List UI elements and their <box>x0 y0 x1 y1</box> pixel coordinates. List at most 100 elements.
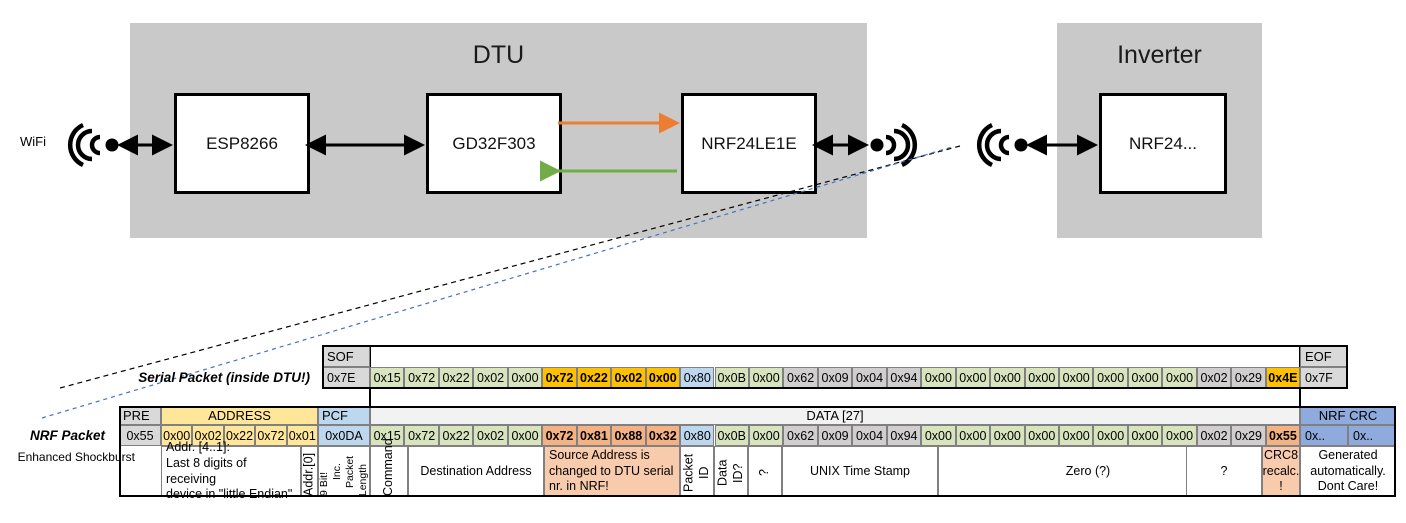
serial-byte-0: 0x15 <box>370 367 405 389</box>
nrf-byte-3: 0x02 <box>473 425 508 446</box>
nrf-byte-5: 0x72 <box>542 425 577 446</box>
nrf-address-byte-3: 0x72 <box>255 425 287 446</box>
serial-byte-13: 0x09 <box>817 367 853 389</box>
serial-byte-8: 0x00 <box>645 367 681 389</box>
chip-nrf24-label: NRF24... <box>1128 133 1198 153</box>
nrf-crc-byte-1: 0x.. <box>1348 425 1396 446</box>
nrf-antenna-dot <box>870 138 884 152</box>
serial-byte-23: 0x00 <box>1162 367 1197 389</box>
nrf-byte-23: 0x00 <box>1162 425 1197 446</box>
nrf-byte-14: 0x04 <box>852 425 887 446</box>
serial-byte-6: 0x22 <box>576 367 612 389</box>
inverter-enclosure: Inverter <box>1057 23 1262 238</box>
desc-addr0: Addr.[0] <box>301 446 318 497</box>
nrf-byte-17: 0x00 <box>955 425 991 446</box>
inverter-antenna-dot <box>1014 138 1028 152</box>
serial-byte-17: 0x00 <box>955 367 991 389</box>
nrf-packet-sublabel: Enhanced Shockburst <box>17 450 135 464</box>
chip-nrf24le1e-label: NRF24LE1E <box>701 133 797 153</box>
nrf-byte-7: 0x88 <box>611 425 646 446</box>
chip-nrf24le1e: NRF24LE1E <box>681 93 817 194</box>
nrf-pre-header: PRE <box>119 406 161 425</box>
desc-destination-address: Destination Address <box>408 446 544 497</box>
nrf-byte-20: 0x00 <box>1059 425 1094 446</box>
serial-byte-4: 0x00 <box>507 367 543 389</box>
desc-pcf: 9 Bit! Inc. Packet Length <box>318 446 370 497</box>
inverter-title: Inverter <box>1117 41 1202 69</box>
serial-eof-header: EOF <box>1300 345 1348 367</box>
nrf-byte-16: 0x00 <box>921 425 956 446</box>
nrf-byte-21: 0x00 <box>1093 425 1128 446</box>
serial-eof-value: 0x7F <box>1300 367 1348 389</box>
nrf-byte-13: 0x09 <box>817 425 853 446</box>
nrf-antenna-icon <box>885 122 918 168</box>
nrf-pcf-header: PCF <box>318 406 370 425</box>
dtu-title: DTU <box>472 41 525 69</box>
serial-byte-22: 0x00 <box>1127 367 1163 389</box>
nrf-address-byte-2: 0x22 <box>223 425 256 446</box>
serial-byte-15: 0x94 <box>886 367 922 389</box>
serial-byte-20: 0x00 <box>1059 367 1094 389</box>
nrf-byte-1: 0x72 <box>404 425 439 446</box>
serial-byte-24: 0x02 <box>1196 367 1232 389</box>
nrf-byte-26: 0x55 <box>1265 425 1301 446</box>
nrf-address-header: ADDRESS <box>161 406 318 425</box>
nrf-byte-25: 0x29 <box>1231 425 1266 446</box>
serial-packet-label: Serial Packet (inside DTU!) <box>138 370 310 385</box>
serial-byte-1: 0x72 <box>404 367 439 389</box>
desc-command: Command <box>370 438 408 497</box>
serial-byte-21: 0x00 <box>1093 367 1128 389</box>
chip-esp8266-label: ESP8266 <box>206 133 278 153</box>
wifi-antenna-icon <box>67 122 101 168</box>
serial-byte-18: 0x00 <box>990 367 1025 389</box>
desc-crc8: CRC8 recalc. ! <box>1262 446 1300 497</box>
nrf-crc-byte-0: 0x.. <box>1300 425 1348 446</box>
nrf-pcf-value: 0x0DA <box>318 425 370 446</box>
nrf-data-header: DATA [27] <box>370 406 1300 425</box>
serial-byte-5: 0x72 <box>542 367 577 389</box>
serial-byte-10: 0x0B <box>714 367 749 389</box>
chip-gd32f303: GD32F303 <box>426 93 562 194</box>
serial-byte-16: 0x00 <box>921 367 956 389</box>
serial-byte-25: 0x29 <box>1231 367 1266 389</box>
serial-byte-12: 0x62 <box>783 367 818 389</box>
nrf-byte-11: 0x00 <box>748 425 784 446</box>
wifi-label: WiFi <box>20 134 46 149</box>
desc-source-address: Source Address is changed to DTU serial … <box>544 446 680 497</box>
nrf-pre-value: 0x55 <box>119 425 161 446</box>
nrf-address-byte-4: 0x01 <box>286 425 318 446</box>
desc-address: Addr. [4..1]: Last 8 digits of receiving… <box>161 440 301 501</box>
desc-packet-id: Packet ID <box>680 446 714 497</box>
nrf-address-byte-1: 0x02 <box>192 425 224 446</box>
wifi-antenna-dot <box>105 138 119 152</box>
nrf-byte-24: 0x02 <box>1196 425 1232 446</box>
serial-byte-26: 0x4E <box>1265 367 1301 389</box>
nrf-byte-6: 0x81 <box>576 425 612 446</box>
desc-unknown-2: ? <box>1186 446 1262 497</box>
nrf-byte-10: 0x0B <box>714 425 749 446</box>
serial-byte-14: 0x04 <box>852 367 887 389</box>
nrf-byte-19: 0x00 <box>1024 425 1059 446</box>
desc-data-id: Data ID? <box>714 446 748 497</box>
nrf-byte-0: 0x15 <box>370 425 405 446</box>
desc-nrf-crc: Generated automatically. Dont Care! <box>1300 446 1396 497</box>
serial-sof-header: SOF <box>322 345 370 367</box>
desc-unknown-1: ? <box>748 446 782 497</box>
chip-nrf24: NRF24... <box>1099 93 1227 194</box>
inverter-antenna-icon <box>976 122 1010 168</box>
nrf-byte-12: 0x62 <box>783 425 818 446</box>
nrf-byte-8: 0x32 <box>645 425 681 446</box>
nrf-byte-18: 0x00 <box>990 425 1025 446</box>
serial-byte-11: 0x00 <box>748 367 784 389</box>
chip-esp8266: ESP8266 <box>174 93 310 194</box>
serial-byte-7: 0x02 <box>611 367 646 389</box>
serial-sof-value: 0x7E <box>322 367 370 389</box>
nrf-byte-15: 0x94 <box>886 425 922 446</box>
serial-byte-19: 0x00 <box>1024 367 1059 389</box>
serial-byte-3: 0x02 <box>473 367 508 389</box>
nrf-crc-header: NRF CRC <box>1300 406 1396 425</box>
nrf-packet-label: NRF Packet <box>29 428 105 443</box>
nrf-address-byte-0: 0x00 <box>161 425 193 446</box>
nrf-byte-4: 0x00 <box>507 425 543 446</box>
desc-unix-timestamp: UNIX Time Stamp <box>782 446 938 497</box>
